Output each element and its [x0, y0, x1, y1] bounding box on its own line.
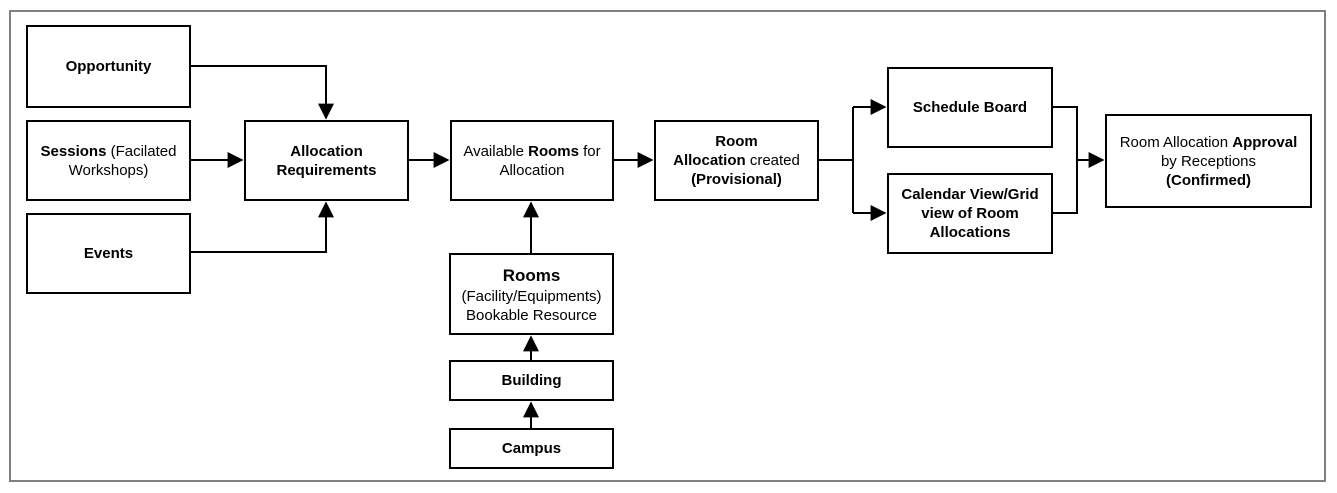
node-label: Rooms — [502, 265, 561, 285]
node-label: Workshops) — [68, 161, 149, 179]
node-campus: Campus — [449, 428, 614, 469]
node-allocation-requirements: Allocation Requirements — [244, 120, 409, 201]
node-label: Allocation — [290, 142, 363, 160]
node-label: Sessions (Facilated — [40, 142, 177, 160]
node-opportunity: Opportunity — [26, 25, 191, 108]
node-schedule-board: Schedule Board — [887, 67, 1053, 148]
node-events: Events — [26, 213, 191, 294]
node-room-allocation-created: Room Allocation created (Provisional) — [654, 120, 819, 201]
node-label: Available Rooms for — [463, 142, 601, 160]
node-rooms: Rooms (Facility/Equipments) Bookable Res… — [449, 253, 614, 335]
node-room-allocation-approval: Room Allocation Approval by Receptions (… — [1105, 114, 1312, 208]
node-building: Building — [449, 360, 614, 401]
node-calendar-view: Calendar View/Grid view of Room Allocati… — [887, 173, 1053, 254]
node-sessions: Sessions (Facilated Workshops) — [26, 120, 191, 201]
node-label: Schedule Board — [912, 99, 1028, 116]
node-label: Requirements — [276, 161, 377, 179]
node-label: Campus — [501, 440, 562, 457]
node-label: view of Room — [921, 205, 1019, 222]
node-available-rooms: Available Rooms for Allocation — [450, 120, 614, 201]
node-label: by Receptions — [1160, 152, 1257, 170]
node-label: Allocation — [499, 161, 565, 179]
node-label: Events — [83, 245, 134, 262]
node-label: (Facility/Equipments) — [461, 287, 602, 305]
diagram-frame — [9, 10, 1326, 482]
node-label: Room Allocation Approval — [1119, 133, 1298, 151]
node-label: Room — [715, 133, 758, 150]
node-label: Building — [501, 372, 562, 389]
node-label: Allocation created — [673, 152, 800, 169]
node-label: (Confirmed) — [1166, 171, 1251, 189]
node-label: Opportunity — [65, 58, 152, 75]
node-label: Bookable Resource — [466, 306, 597, 324]
node-label: Allocations — [929, 224, 1011, 241]
node-label: (Provisional) — [691, 171, 782, 188]
node-label: Calendar View/Grid — [901, 186, 1039, 203]
